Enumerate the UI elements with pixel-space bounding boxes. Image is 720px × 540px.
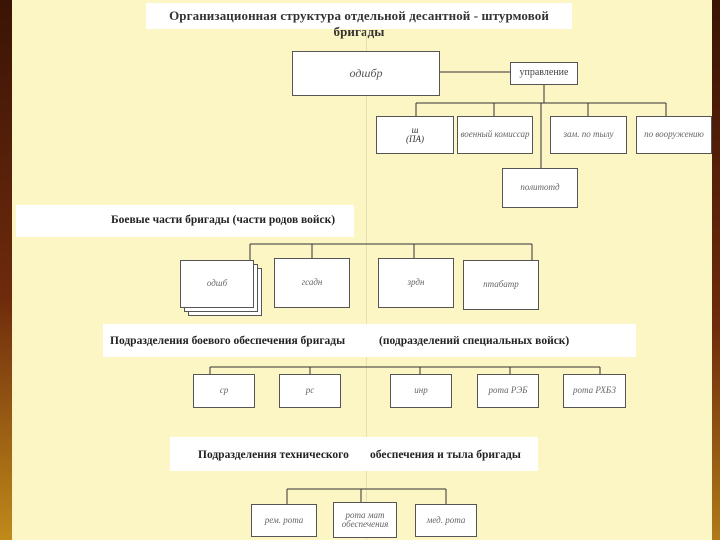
unit-box-1: ш (ПА) xyxy=(376,116,454,154)
combat-unit-label-2: гсадн xyxy=(301,277,323,288)
support-unit-label-1: ср xyxy=(219,385,229,396)
combat-unit-label-1: одшб xyxy=(206,278,228,289)
combat-unit-box-2: гсадн xyxy=(274,258,350,308)
unit-box-3: зам. по тылу xyxy=(550,116,627,154)
center-guide-line xyxy=(366,30,367,540)
unit-box-2: военный комиссар xyxy=(457,116,533,154)
support-unit-box-4: рота РЭБ xyxy=(477,374,539,408)
tech-unit-label-2: рота мат обеспечения xyxy=(341,509,389,529)
unit-box-4: по вооружению xyxy=(636,116,712,154)
support-unit-box-1: ср xyxy=(193,374,255,408)
combat-unit-box-4: птабатр xyxy=(463,260,539,310)
support-unit-label-4: рота РЭБ xyxy=(488,385,528,396)
unit-label-2: военный комиссар xyxy=(460,129,530,140)
politotd-label: политотд xyxy=(520,182,560,193)
support-unit-box-2: рс xyxy=(279,374,341,408)
tech-unit-label-3: мед. рота xyxy=(426,514,466,525)
management-label: управление xyxy=(519,67,569,79)
slide-frame-right xyxy=(712,0,720,540)
combat-section-band xyxy=(16,205,354,237)
combat-unit-label-4: птабатр xyxy=(483,279,519,290)
tech-unit-box-2: рота мат обеспечения xyxy=(333,502,397,538)
title-band xyxy=(146,3,572,29)
tech-section-heading-left: Подразделения технического xyxy=(198,449,349,461)
unit-label-1: ш (ПА) xyxy=(406,124,424,144)
tech-section-heading-right: обеспечения и тыла бригады xyxy=(370,449,521,461)
tech-unit-box-1: рем. рота xyxy=(251,504,317,537)
combat-unit-box-3: зрдн xyxy=(378,258,454,308)
commander-label: одшбр xyxy=(349,66,383,81)
unit-label-4: по вооружению xyxy=(644,129,704,140)
support-section-heading-left: Подразделения боевого обеспечения бригад… xyxy=(110,335,346,347)
support-unit-label-5: рота РХБЗ xyxy=(573,385,616,396)
tech-unit-label-1: рем. рота xyxy=(264,514,304,525)
management-box: управление xyxy=(510,62,578,85)
commander-box: одшбр xyxy=(292,51,440,96)
support-unit-label-3: инр xyxy=(414,385,428,396)
support-section-band xyxy=(103,324,636,357)
support-unit-label-2: рс xyxy=(305,385,315,396)
politotd-box: политотд xyxy=(502,168,578,208)
combat-section-heading: Боевые части бригады (части родов войск) xyxy=(111,214,336,226)
combat-unit-box-1: одшб xyxy=(180,260,254,308)
support-section-heading-right: (подразделений специальных войск) xyxy=(379,335,570,347)
tech-unit-box-3: мед. рота xyxy=(415,504,477,537)
unit-label-3: зам. по тылу xyxy=(563,129,614,140)
slide-frame-left xyxy=(0,0,12,540)
diagram-title: Организационная структура отдельной деса… xyxy=(169,8,549,39)
support-unit-box-5: рота РХБЗ xyxy=(563,374,626,408)
tech-section-band xyxy=(170,437,538,471)
combat-unit-label-3: зрдн xyxy=(407,277,425,288)
support-unit-box-3: инр xyxy=(390,374,452,408)
